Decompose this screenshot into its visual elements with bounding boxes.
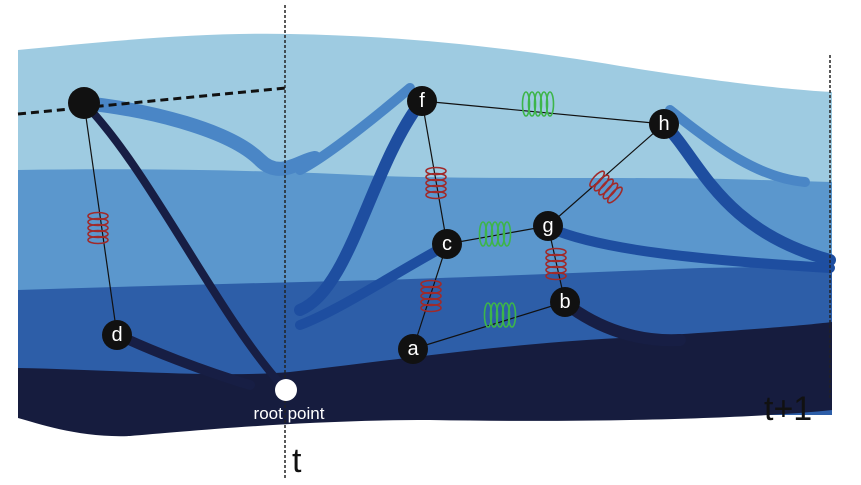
node-d: d bbox=[102, 320, 132, 350]
time-t-label: t bbox=[292, 442, 302, 480]
node-a-label: a bbox=[407, 338, 419, 360]
spring-c-g bbox=[478, 221, 512, 247]
branch-g-dark bbox=[545, 223, 835, 273]
node-b: b bbox=[550, 287, 580, 317]
node-f-label: f bbox=[419, 90, 425, 112]
springs bbox=[87, 91, 623, 328]
branch-f-dark bbox=[294, 97, 426, 316]
node-g-label: g bbox=[542, 215, 553, 237]
spring-g-b bbox=[545, 247, 567, 281]
node-c: c bbox=[432, 229, 462, 259]
node-g: g bbox=[533, 211, 563, 241]
spring-f-c bbox=[425, 166, 447, 200]
branch-b-navy bbox=[559, 297, 686, 347]
branch-c-dark bbox=[295, 240, 452, 330]
edge-f-h bbox=[421, 100, 665, 125]
node-a: a bbox=[398, 334, 428, 364]
spring-f-h bbox=[521, 91, 555, 117]
right-branches bbox=[294, 83, 836, 347]
branch-f-light bbox=[295, 83, 415, 175]
nodes: f h g c b a d bbox=[68, 86, 679, 401]
root-point-label: root point bbox=[254, 404, 325, 423]
edge-c-a bbox=[412, 243, 448, 350]
branch-root-navy bbox=[80, 99, 290, 394]
node-d-label: d bbox=[111, 324, 122, 346]
node-f: f bbox=[407, 86, 437, 116]
branch-left-light bbox=[77, 96, 322, 176]
branch-h-light bbox=[665, 105, 810, 187]
root-point-node bbox=[275, 379, 297, 401]
spring-root-d bbox=[87, 211, 109, 245]
spring-h-g bbox=[589, 170, 623, 204]
anchor-node bbox=[68, 87, 100, 119]
node-h-label: h bbox=[658, 113, 669, 135]
left-dashed-guide bbox=[17, 86, 287, 116]
node-h: h bbox=[649, 109, 679, 139]
time-t1-label: t+1 bbox=[764, 390, 812, 428]
spring-c-a bbox=[420, 279, 442, 313]
edge-f-c bbox=[421, 100, 448, 245]
node-c-label: c bbox=[442, 233, 452, 255]
layer-bottom bbox=[18, 322, 832, 437]
spring-a-b bbox=[483, 302, 517, 328]
node-b-label: b bbox=[559, 291, 570, 313]
branch-h-dark bbox=[659, 119, 836, 266]
